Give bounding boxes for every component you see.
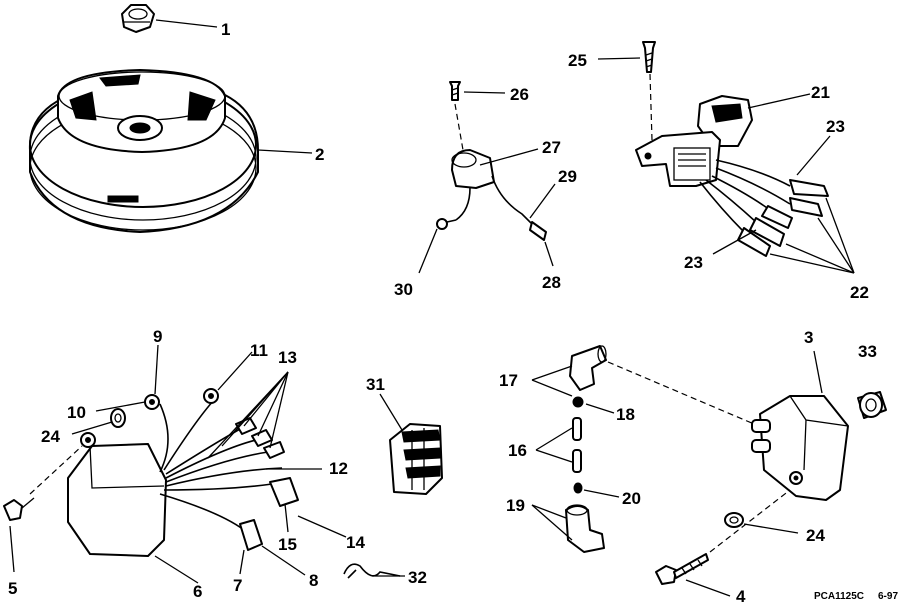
callout-26: 26	[510, 85, 529, 104]
grommet-33	[857, 391, 887, 419]
callout-23-top: 23	[826, 117, 845, 136]
rectifier	[389, 423, 443, 495]
coil-screw	[642, 41, 656, 73]
washer-24-right	[724, 512, 744, 528]
callout-2: 2	[315, 145, 324, 164]
callout-24-left: 24	[41, 427, 60, 446]
callout-18: 18	[616, 405, 635, 424]
callout-25: 25	[568, 51, 587, 70]
callout-19: 19	[506, 496, 525, 515]
coil-leads	[699, 159, 829, 257]
callout-5: 5	[8, 579, 17, 598]
callout-31: 31	[366, 375, 385, 394]
callout-20: 20	[622, 489, 641, 508]
charge-coil	[635, 95, 753, 187]
callout-7: 7	[233, 576, 242, 595]
callout-11: 11	[250, 341, 268, 360]
screw-5	[3, 497, 35, 521]
flywheel-nut	[121, 4, 155, 33]
callout-3: 3	[804, 328, 813, 347]
elbow-17	[569, 345, 607, 391]
callout-16: 16	[508, 441, 527, 460]
callout-33: 33	[858, 342, 877, 361]
callout-24-right: 24	[806, 526, 825, 545]
callout-12: 12	[329, 459, 348, 478]
callout-6: 6	[193, 582, 202, 601]
washer-24-left	[110, 408, 126, 428]
grommet-20	[573, 482, 583, 494]
power-pack	[67, 432, 167, 557]
bolt-4	[655, 553, 709, 585]
elbow-19	[565, 504, 605, 553]
callout-32: 32	[408, 568, 427, 587]
ignition-coil	[751, 395, 849, 501]
grommet-18	[572, 396, 584, 408]
callout-9: 9	[153, 327, 162, 346]
sensor-screw	[449, 81, 461, 101]
tube-16	[572, 417, 582, 473]
callout-labels: 1 2 25 26 21 23 27 29 23 22 28 30 9 11 1…	[8, 20, 877, 604]
callout-10: 10	[67, 403, 86, 422]
wire-clip	[343, 563, 401, 579]
callout-29: 29	[558, 167, 577, 186]
callout-23-bottom: 23	[684, 253, 703, 272]
drawing-date: 6-97	[878, 591, 898, 602]
callout-14: 14	[346, 533, 365, 552]
callout-8: 8	[309, 571, 318, 590]
callout-22: 22	[850, 283, 869, 302]
drawing-code: PCA1125C	[814, 591, 864, 602]
callout-4: 4	[736, 587, 746, 604]
callout-17: 17	[499, 371, 518, 390]
callout-13: 13	[278, 348, 297, 367]
callout-15: 15	[278, 535, 297, 554]
callout-27: 27	[542, 138, 561, 157]
sensor-coil	[436, 149, 547, 241]
callout-28: 28	[542, 273, 561, 292]
callout-30: 30	[394, 280, 413, 299]
flywheel	[28, 69, 259, 233]
callout-21: 21	[811, 83, 830, 102]
callout-1: 1	[221, 20, 230, 39]
